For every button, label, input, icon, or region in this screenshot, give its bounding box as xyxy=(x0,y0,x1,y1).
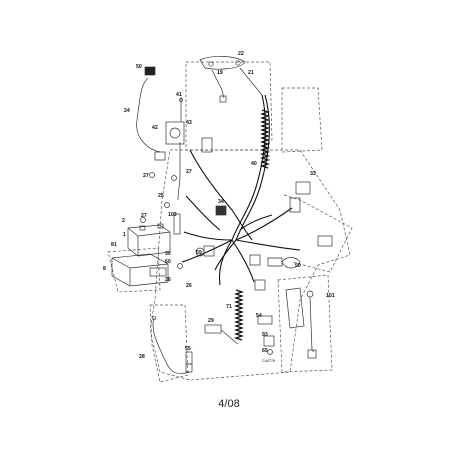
part-label: 21 xyxy=(248,70,254,76)
part-label: 54 xyxy=(256,313,262,319)
part-label: 8 xyxy=(103,266,106,272)
battery xyxy=(127,223,171,257)
page-footer: 4/08 xyxy=(218,398,240,410)
part-label: 50 xyxy=(295,263,301,269)
right-components xyxy=(257,181,333,359)
part-label: 81 xyxy=(111,242,117,248)
part-label: 24 xyxy=(124,108,130,114)
part-label: 19 xyxy=(217,70,223,76)
part-label: 34 xyxy=(218,199,224,205)
part-label: CA4778 xyxy=(262,359,275,363)
solenoid xyxy=(165,97,185,201)
part-label: 101 xyxy=(326,293,335,299)
part-labels: 22 19 21 50 41 43 42 24 40 27 27 25 33 3… xyxy=(103,51,335,363)
part-label: 59 xyxy=(196,250,202,256)
connector-29 xyxy=(204,324,239,345)
part-label: 33 xyxy=(310,171,316,177)
part-label: 1 xyxy=(123,232,126,238)
part-label: 93 xyxy=(262,332,268,338)
part-label: 2 xyxy=(122,218,125,224)
part-label: 103 xyxy=(168,212,177,218)
part-label: 55 xyxy=(185,346,191,352)
part-label: 25 xyxy=(158,193,164,199)
part-label: 27 xyxy=(186,169,192,175)
seat-switch-harness xyxy=(199,56,263,103)
part-label: 28 xyxy=(139,354,145,360)
part-label: 60 xyxy=(165,259,171,265)
part-label: 30 xyxy=(165,251,171,257)
part-label: 42 xyxy=(152,125,158,131)
part-label: 29 xyxy=(208,318,214,324)
part-label: 40 xyxy=(251,161,257,167)
main-harness xyxy=(181,94,301,286)
part-label: 71 xyxy=(226,304,232,310)
small-parts xyxy=(140,137,283,291)
coiled-harness xyxy=(233,109,271,341)
part-label: 27 xyxy=(143,173,149,179)
part-label: 50 xyxy=(136,64,142,70)
wire-28 xyxy=(151,315,193,374)
part-label: 27 xyxy=(141,213,147,219)
part-label: 26 xyxy=(165,277,171,283)
battery-tray xyxy=(111,253,169,287)
part-label: 41 xyxy=(176,92,182,98)
part-label: 43 xyxy=(186,120,192,126)
part-label: 22 xyxy=(238,51,244,57)
part-label: 26 xyxy=(186,283,192,289)
part-label: 65 xyxy=(262,348,268,354)
wire-24 xyxy=(136,66,166,161)
